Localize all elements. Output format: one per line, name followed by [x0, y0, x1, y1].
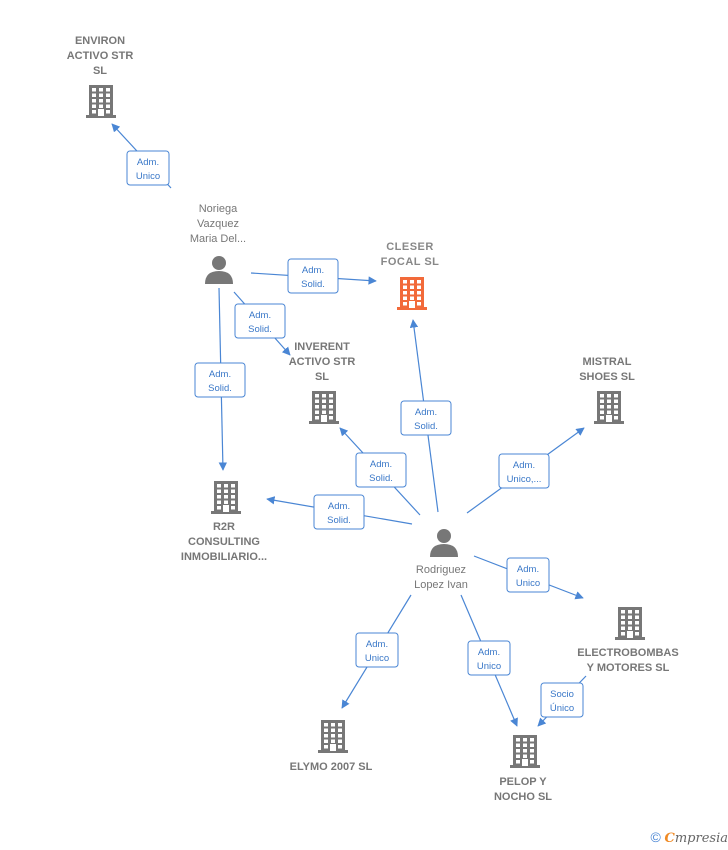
- node-label: SL: [315, 371, 329, 383]
- node-label: Maria Del...: [190, 233, 246, 245]
- node-electrobombas[interactable]: ELECTROBOMBAS Y MOTORES SL: [577, 607, 679, 674]
- edge-badge[interactable]: Adm. Unico: [506, 557, 550, 593]
- edge-badge-box: [355, 632, 399, 668]
- edge-badge-label: Unico: [516, 578, 540, 589]
- edge-badge-box: [126, 150, 170, 186]
- edge-badge[interactable]: Adm. Solid.: [194, 362, 246, 398]
- node-elymo[interactable]: ELYMO 2007 SL: [290, 720, 373, 773]
- edges-layer: [111, 123, 587, 727]
- edge-badge-label: Unico: [477, 661, 501, 672]
- edge-badge-label: Adm.: [478, 647, 500, 658]
- building-icon: [510, 735, 540, 768]
- node-label: ELYMO 2007 SL: [290, 761, 373, 773]
- edge-badge[interactable]: Adm. Unico: [355, 632, 399, 668]
- edge-badge-label: Adm.: [370, 459, 392, 470]
- node-label: FOCAL SL: [381, 256, 440, 268]
- node-label: Rodriguez: [416, 564, 466, 576]
- node-mistral[interactable]: MISTRAL SHOES SL: [579, 356, 635, 424]
- person-icon: [205, 256, 233, 284]
- node-label: SL: [93, 65, 107, 77]
- edge-badge-box: [400, 400, 452, 436]
- building-icon: [318, 720, 348, 753]
- edge-badge-label: Socio: [550, 689, 574, 700]
- edge-badge-label: Adm.: [366, 639, 388, 650]
- edge-badge[interactable]: Adm. Solid.: [234, 303, 286, 339]
- node-label: ENVIRON: [75, 35, 125, 47]
- edge-badge-label: Unico: [136, 171, 160, 182]
- node-r2r[interactable]: R2R CONSULTING INMOBILIARIO...: [181, 481, 267, 563]
- edge-badge-label: Único: [550, 703, 574, 714]
- edge-badge-box: [287, 258, 339, 294]
- node-label: CONSULTING: [188, 536, 260, 548]
- brand-initial: C: [664, 831, 675, 846]
- node-label: Vazquez: [197, 218, 239, 230]
- brand-footer: © Cmpresia: [651, 829, 728, 846]
- edge-badge-box: [234, 303, 286, 339]
- edge-badge-label: Unico: [365, 653, 389, 664]
- node-label: ACTIVO STR: [289, 356, 356, 368]
- edge-badge-box: [498, 453, 550, 489]
- edge-badge[interactable]: Adm. Solid.: [400, 400, 452, 436]
- edge-badge-label: Solid.: [208, 383, 232, 394]
- building-icon: [594, 391, 624, 424]
- node-label: Noriega: [199, 203, 238, 215]
- node-environ[interactable]: ENVIRON ACTIVO STR SL: [67, 35, 134, 118]
- node-inverent[interactable]: INVERENT ACTIVO STR SL: [289, 341, 356, 424]
- edge-badge[interactable]: Adm. Unico,...: [498, 453, 550, 489]
- building-icon: [309, 391, 339, 424]
- building-icon: [86, 85, 116, 118]
- edge-badge-box: [313, 494, 365, 530]
- edge-badge-label: Adm.: [249, 310, 271, 321]
- edge-badge-label: Adm.: [137, 157, 159, 168]
- edge-badge-box: [467, 640, 511, 676]
- node-cleser[interactable]: CLESER FOCAL SL: [381, 241, 440, 310]
- node-label: R2R: [213, 521, 235, 533]
- edge-badge-label: Adm.: [517, 564, 539, 575]
- edge-badge[interactable]: Adm. Unico: [467, 640, 511, 676]
- edge-badge-box: [355, 452, 407, 488]
- building-icon: [397, 277, 427, 310]
- edge-badge[interactable]: Adm. Solid.: [355, 452, 407, 488]
- node-label: ACTIVO STR: [67, 50, 134, 62]
- node-label: Y MOTORES SL: [587, 662, 670, 674]
- node-pelop[interactable]: PELOP Y NOCHO SL: [494, 735, 552, 803]
- edge-badge-label: Adm.: [513, 460, 535, 471]
- edge-badge-label: Adm.: [209, 369, 231, 380]
- edge-badge-label: Solid.: [414, 421, 438, 432]
- edge-badge-box: [506, 557, 550, 593]
- copyright-icon: ©: [650, 829, 661, 845]
- node-label: CLESER: [386, 241, 434, 253]
- edge-badge-label: Adm.: [415, 407, 437, 418]
- building-icon: [615, 607, 645, 640]
- building-icon: [211, 481, 241, 514]
- node-label: PELOP Y: [499, 776, 547, 788]
- node-label: Lopez Ivan: [414, 579, 468, 591]
- edge-badge[interactable]: Adm. Solid.: [313, 494, 365, 530]
- edge-badge-label: Adm.: [302, 265, 324, 276]
- edge-badge-label: Solid.: [369, 473, 393, 484]
- brand-name: mpresia: [674, 831, 728, 846]
- node-label: MISTRAL: [583, 356, 632, 368]
- edge-badge-label: Adm.: [328, 501, 350, 512]
- node-label: INVERENT: [294, 341, 350, 353]
- edge-badge-box: [194, 362, 246, 398]
- edge-badge-label: Solid.: [301, 279, 325, 290]
- person-icon: [430, 529, 458, 557]
- edge-badge-label: Solid.: [327, 515, 351, 526]
- node-label: NOCHO SL: [494, 791, 552, 803]
- edge-badge-box: [540, 682, 584, 718]
- node-label: ELECTROBOMBAS: [577, 647, 678, 659]
- node-label: INMOBILIARIO...: [181, 551, 267, 563]
- edge-badge[interactable]: Adm. Unico: [126, 150, 170, 186]
- edge-badge-label: Solid.: [248, 324, 272, 335]
- node-label: SHOES SL: [579, 371, 635, 383]
- edge-badge-label: Unico,...: [507, 474, 542, 485]
- badges-layer: Adm.UnicoAdm.Solid.Adm.Solid.Adm.Solid.A…: [126, 150, 584, 718]
- edge-badge[interactable]: Adm. Solid.: [287, 258, 339, 294]
